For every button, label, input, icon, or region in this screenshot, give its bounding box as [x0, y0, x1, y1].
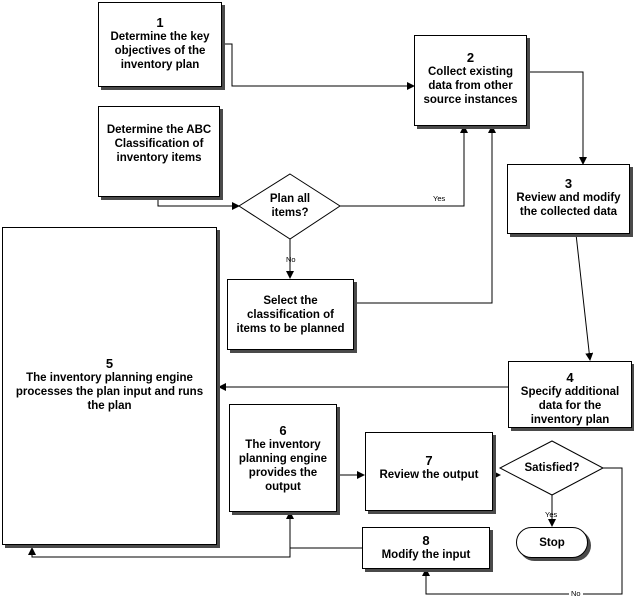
step-2-box: 2 Collect existing data from other sourc…	[414, 35, 527, 126]
abc-classification-text: Determine the ABC Classification of inve…	[106, 124, 212, 164]
decision-plan-all-items	[238, 173, 341, 240]
step-3-number: 3	[564, 176, 573, 191]
step-8-box: 8 Modify the input	[362, 527, 490, 569]
step-8-text: Modify the input	[381, 549, 471, 561]
step-7-text: Review the output	[379, 469, 479, 481]
step-4-text: Specify additional data for the inventor…	[520, 386, 620, 426]
step-2-number: 2	[466, 50, 475, 65]
edge-label-satisfied-no: No	[569, 589, 583, 598]
step-3-box: 3 Review and modify the collected data	[507, 164, 630, 234]
connector-3-to-4	[575, 233, 594, 361]
abc-classification-box: Determine the ABC Classification of inve…	[98, 106, 220, 197]
connector-2-to-3	[527, 71, 587, 165]
connector-8-to-5	[28, 547, 364, 558]
step-3-text: Review and modify the collected data	[516, 192, 621, 218]
select-classification-text: Select the classification of items to be…	[236, 295, 345, 335]
step-7-box: 7 Review the output	[365, 432, 493, 511]
edge-label-plan-no: No	[286, 255, 296, 264]
step-4-box: 4 Specify additional data for the invent…	[508, 361, 632, 428]
connector-1-to-2	[222, 43, 415, 90]
decision-satisfied-label: Satisfied?	[524, 462, 580, 474]
step-6-text: The inventory planning engine provides t…	[238, 439, 328, 493]
decision-plan-all-items-label: Plan all items?	[269, 193, 311, 219]
step-1-number: 1	[156, 15, 164, 30]
step-5-number: 5	[105, 356, 114, 371]
connector-decision-yes-to-2	[340, 125, 468, 207]
step-7-number: 7	[425, 453, 433, 468]
step-1-text: Determine the key objectives of the inve…	[110, 31, 210, 71]
connector-select-to-2	[354, 125, 496, 304]
stop-terminal: Stop	[516, 527, 588, 558]
step-5-text: The inventory planning engine processes …	[15, 372, 204, 412]
select-classification-box: Select the classification of items to be…	[227, 279, 354, 350]
step-4-number: 4	[566, 370, 574, 385]
step-8-number: 8	[422, 533, 430, 548]
step-5-box: 5 The inventory planning engine processe…	[2, 227, 217, 545]
step-6-number: 6	[279, 423, 287, 438]
step-2-text: Collect existing data from other source …	[423, 66, 518, 106]
connector-abc-to-decision	[157, 197, 240, 210]
step-1-box: 1 Determine the key objectives of the in…	[98, 2, 222, 87]
edge-label-satisfied-yes: Yes	[545, 510, 558, 519]
decision-satisfied	[498, 440, 605, 496]
step-6-box: 6 The inventory planning engine provides…	[229, 404, 337, 512]
edge-label-plan-yes: Yes	[433, 194, 446, 203]
connector-satisfied-no-to-8	[422, 467, 623, 595]
